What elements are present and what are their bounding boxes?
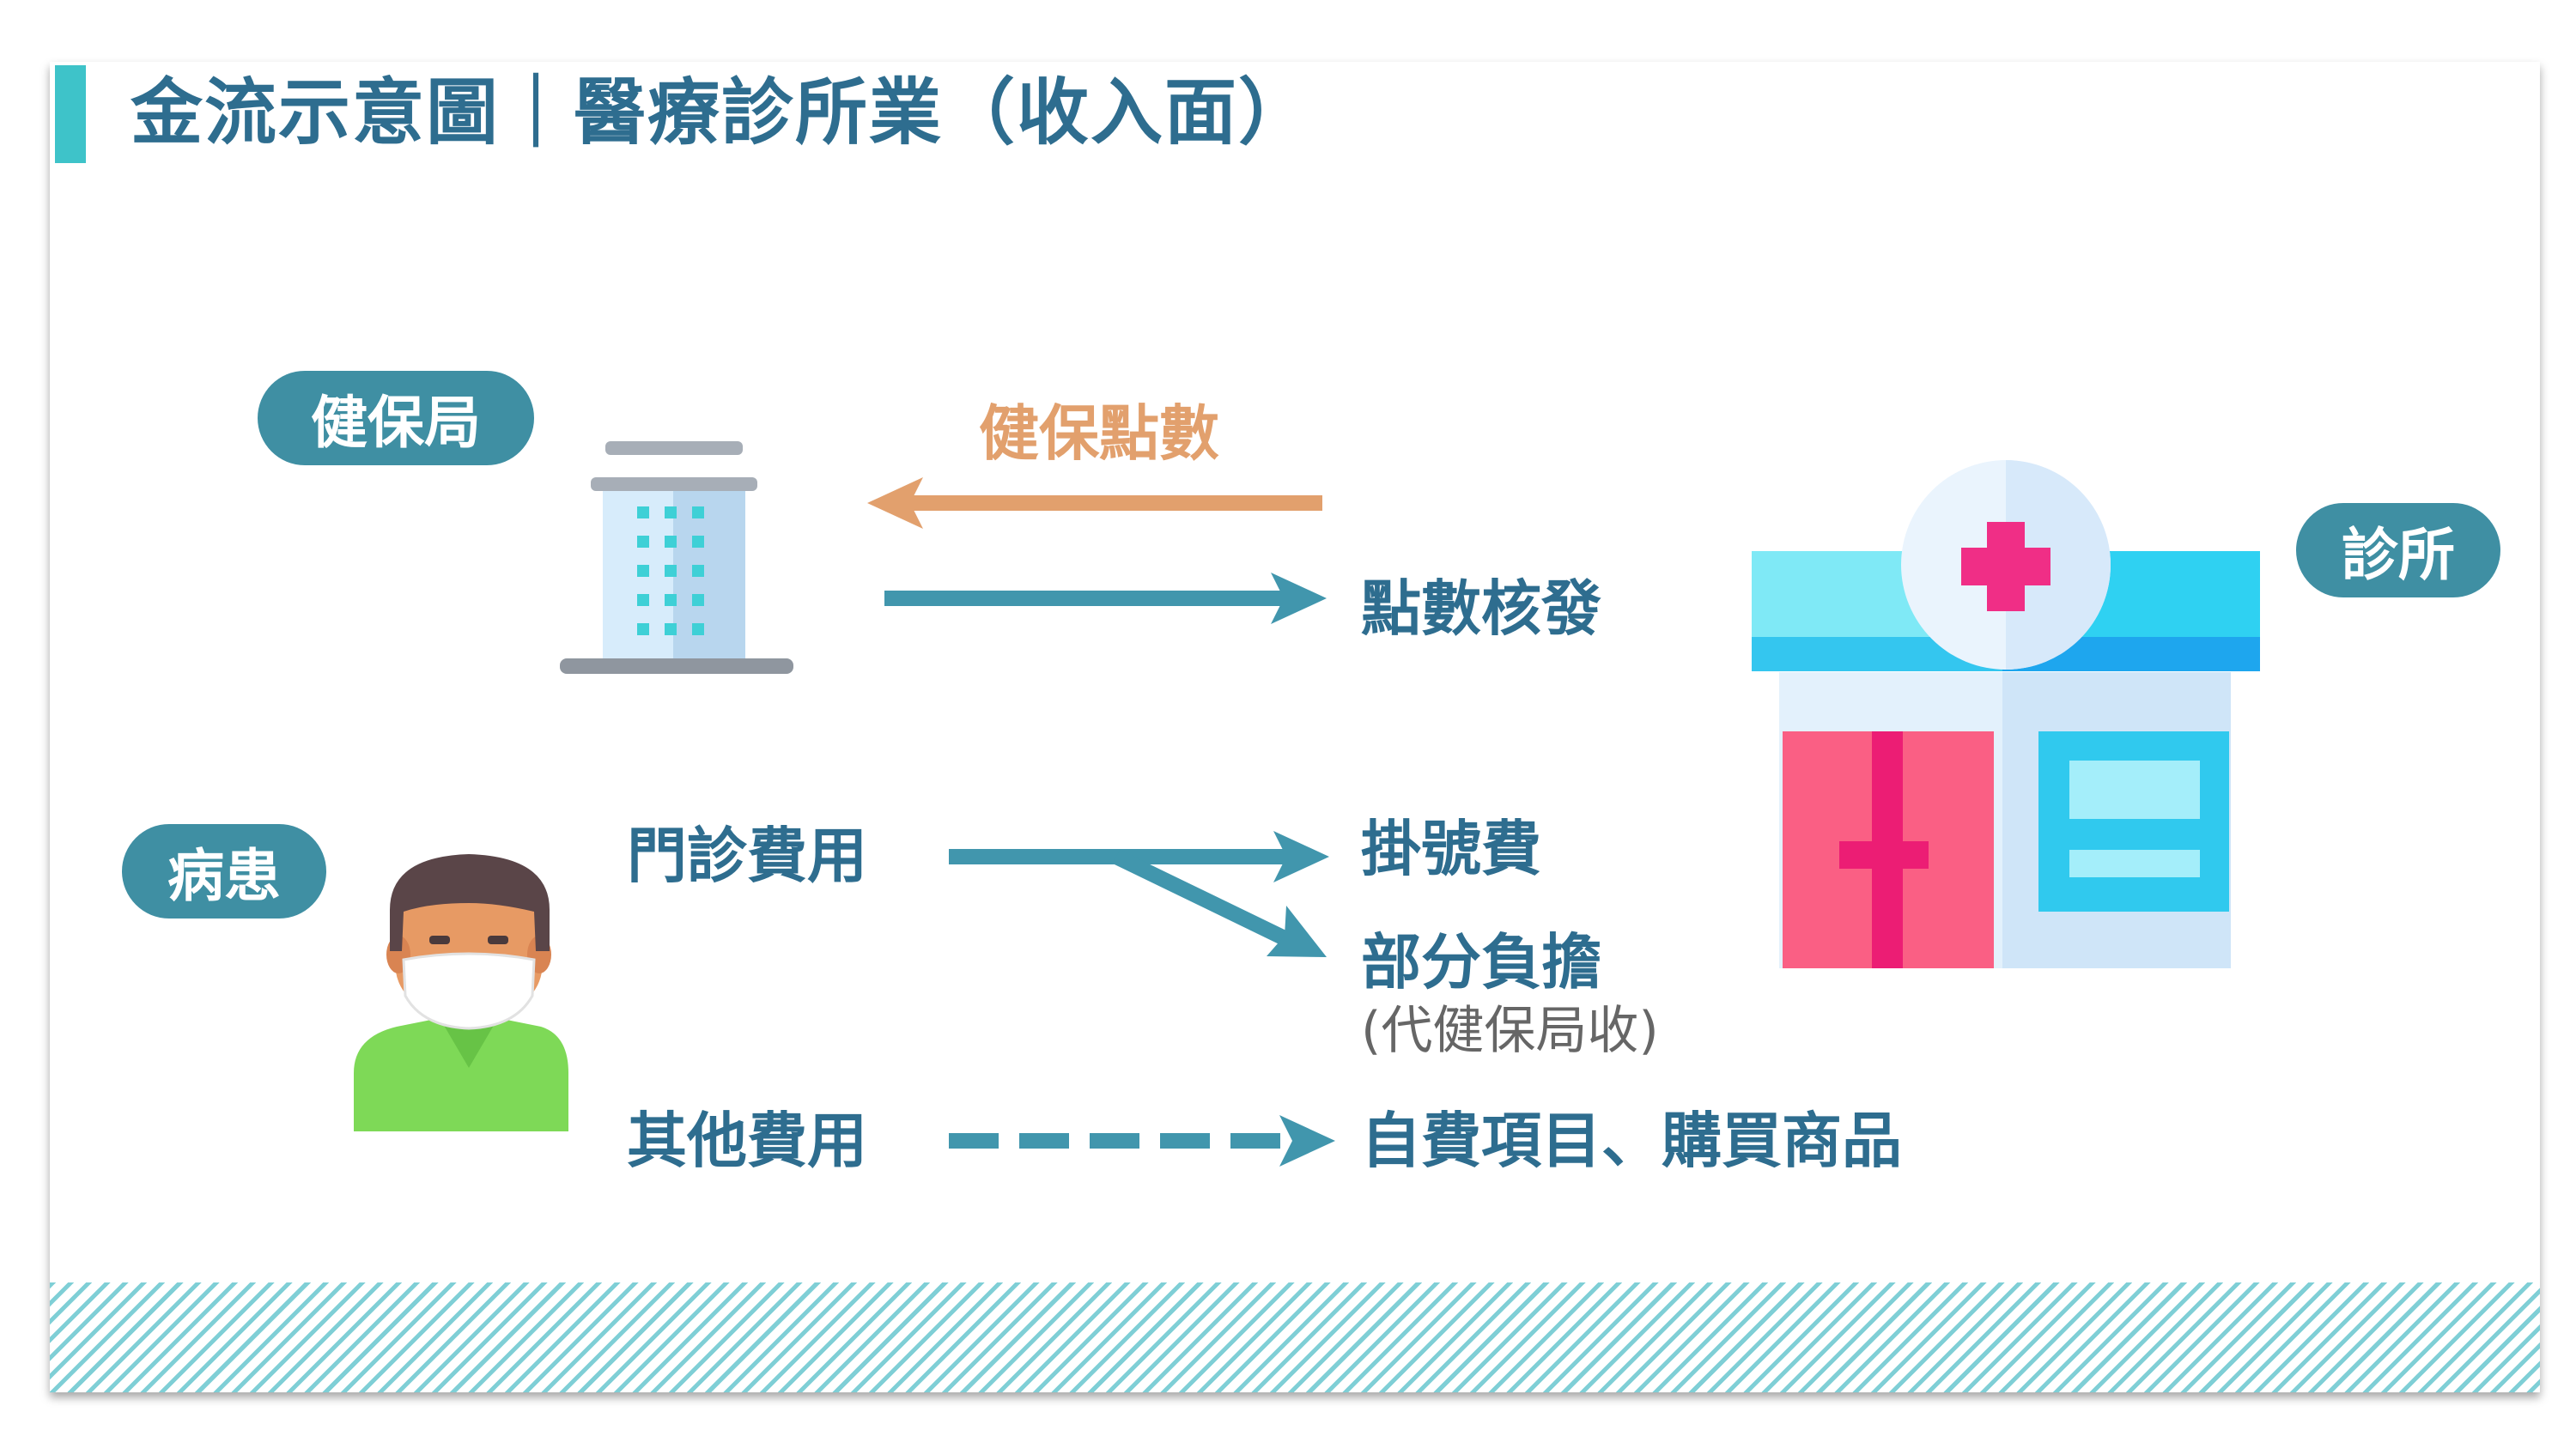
arrow-other-fees [949, 1115, 1335, 1167]
hatched-footer-band [50, 1282, 2540, 1392]
label-copayment: 部分負擔 [1361, 927, 1601, 997]
arrow-points-issued [884, 573, 1327, 624]
arrow-outpatient-split [949, 831, 1329, 957]
label-points-issued: 點數核發 [1361, 573, 1601, 644]
label-other-fee: 其他費用 [627, 1106, 867, 1176]
label-registration-fee: 掛號費 [1361, 814, 1541, 884]
masked-patient-icon [354, 854, 568, 1131]
label-nhi-points: 健保點數 [979, 398, 1219, 469]
patient-pill: 病患 [122, 824, 326, 919]
nhi-pill: 健保局 [258, 371, 534, 465]
clinic-building-icon [1752, 460, 2260, 968]
label-outpatient-fee: 門診費用 [627, 821, 867, 891]
title-accent-bar [55, 65, 86, 163]
arrow-nhi-points [867, 477, 1322, 529]
label-copayment-note: (代健保局收) [1361, 1001, 1659, 1061]
clinic-pill: 診所 [2296, 503, 2500, 597]
office-building-icon [560, 441, 793, 674]
page-title: 金流示意圖｜醫療診所業（收入面） [131, 70, 1313, 155]
label-self-pay: 自費項目、購買商品 [1361, 1106, 1902, 1176]
